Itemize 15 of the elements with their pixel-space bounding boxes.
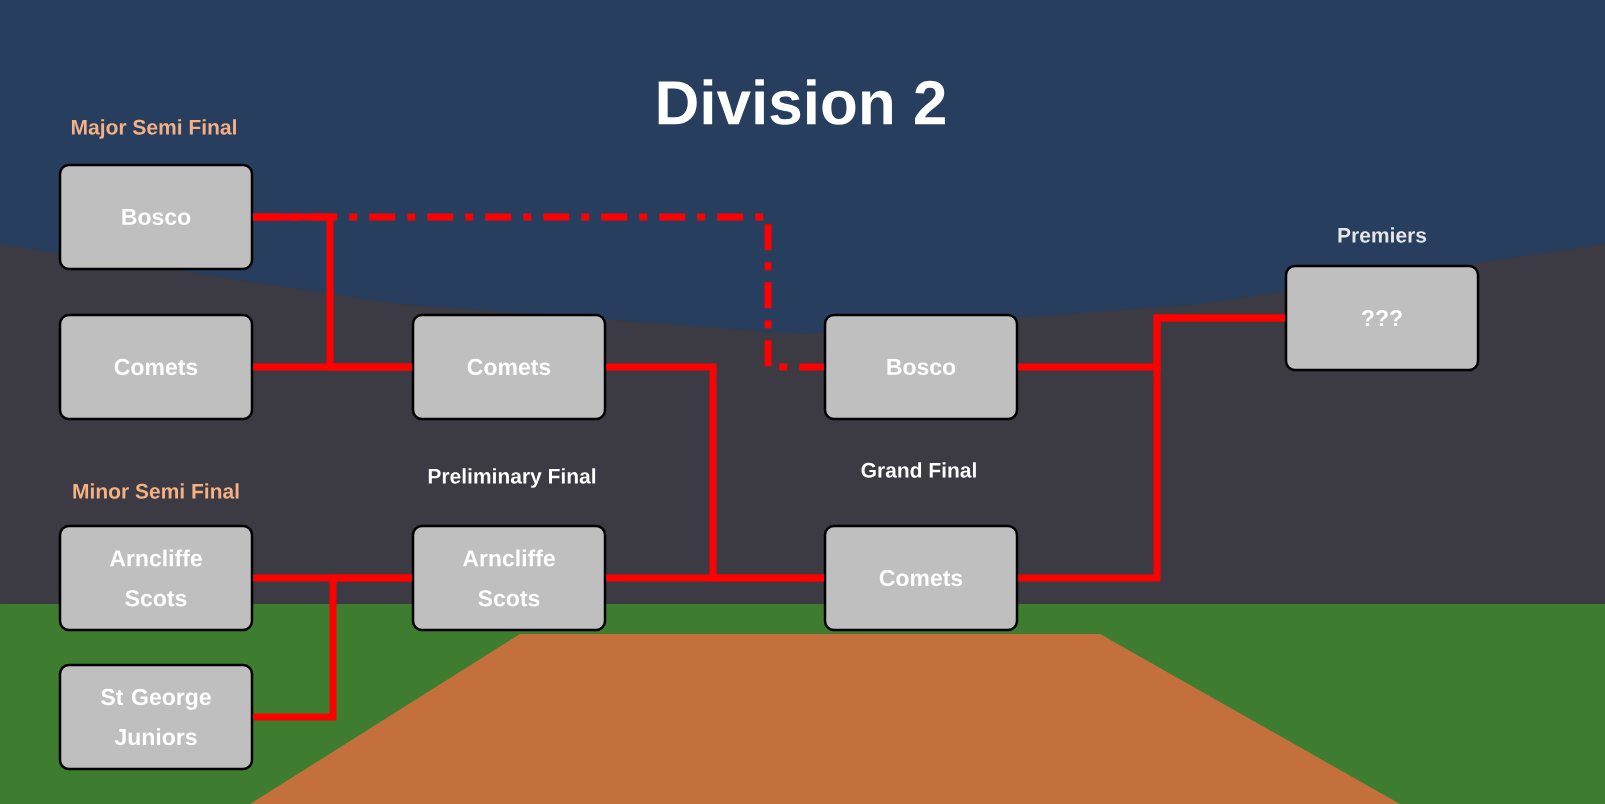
- team-box: Arncliffe Scots: [58, 524, 254, 632]
- title: Division 2: [658, 79, 945, 125]
- round-label: Grand Final: [861, 462, 976, 478]
- team-box: St George Juniors: [58, 663, 254, 771]
- team-box: Comets: [823, 524, 1019, 632]
- team-box: Comets: [411, 313, 607, 421]
- team-box: Comets: [58, 313, 254, 421]
- round-label: Preliminary Final: [428, 468, 596, 488]
- round-label: Major Semi Final: [72, 119, 236, 139]
- team-box: ???: [1284, 264, 1480, 372]
- team-box: Bosco: [58, 163, 254, 271]
- round-label: Premiers: [1338, 227, 1427, 243]
- team-box: Bosco: [823, 313, 1019, 421]
- team-box: Arncliffe Scots: [411, 524, 607, 632]
- round-label: Minor Semi Final: [73, 483, 239, 499]
